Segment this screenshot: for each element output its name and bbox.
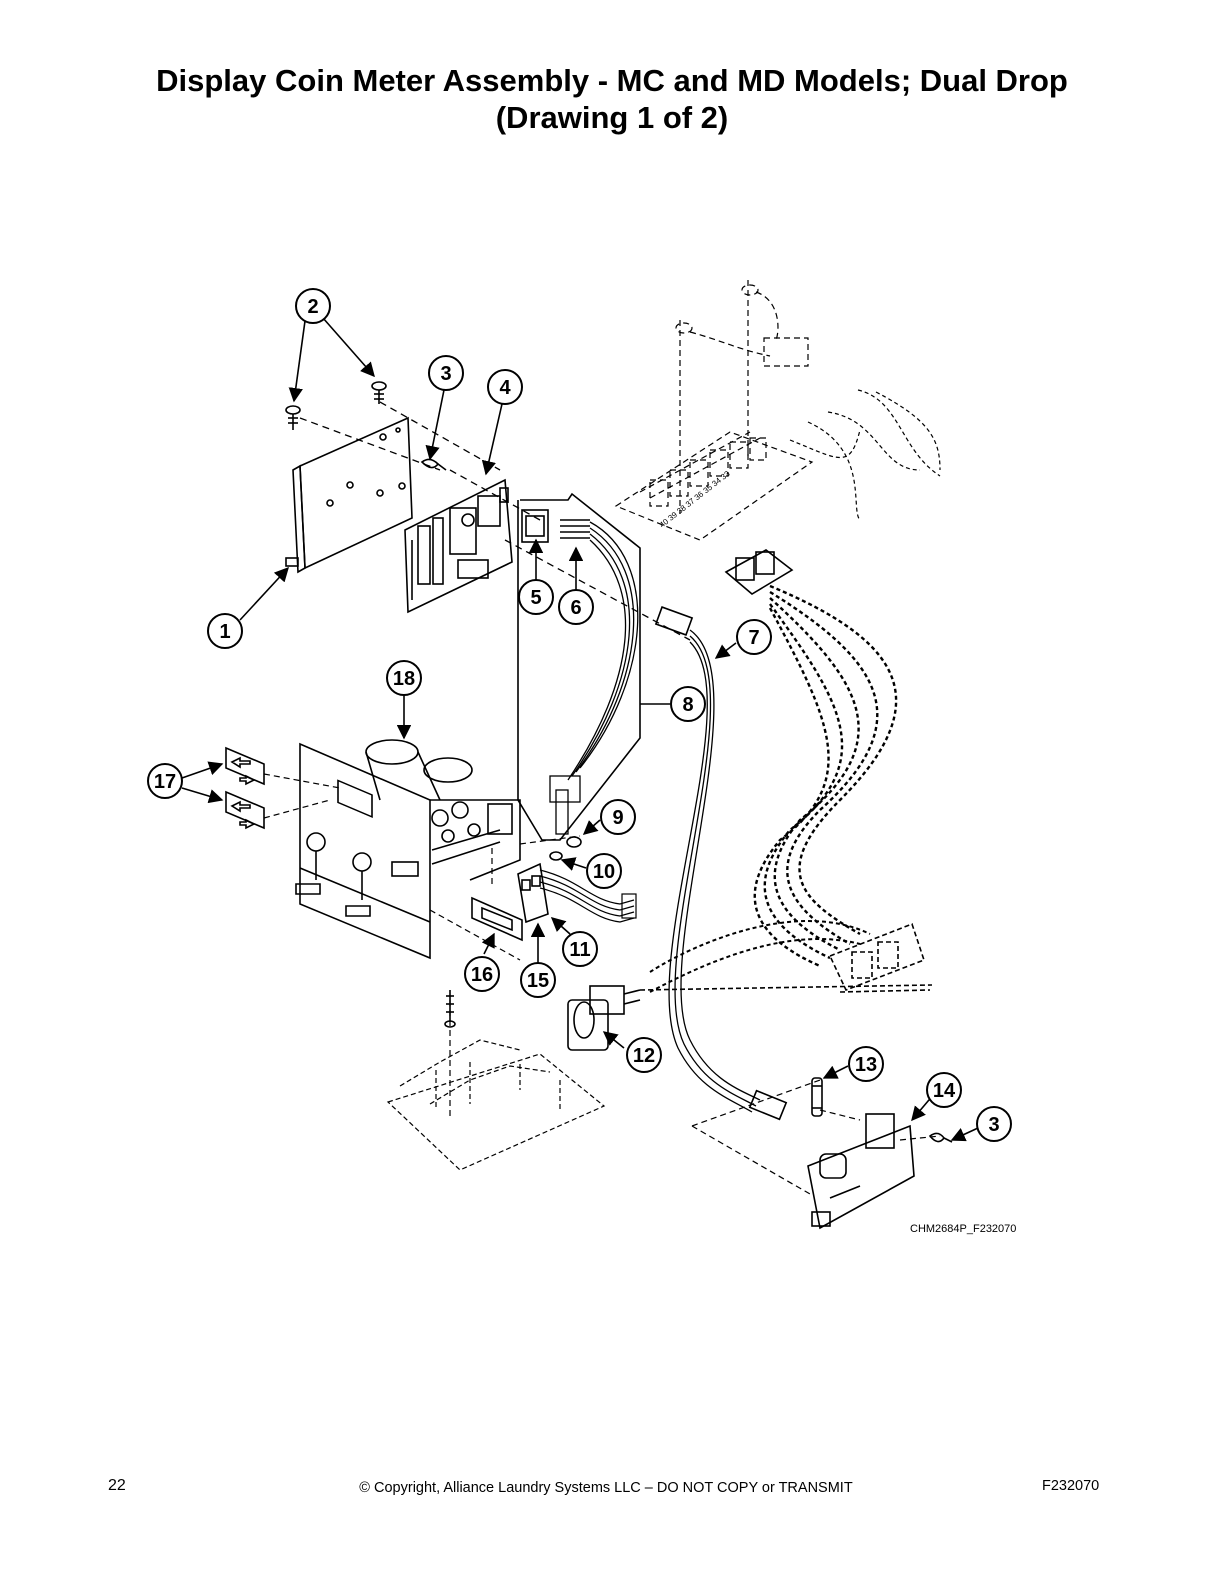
- callout-4: 4: [487, 369, 523, 405]
- harness-8-outline: [517, 492, 641, 841]
- connector-6: [560, 519, 590, 539]
- callout-1: 1: [207, 613, 243, 649]
- label-plate: [471, 896, 523, 942]
- callout-leaders: [181, 317, 979, 1142]
- svg-text:6: 6: [570, 597, 581, 619]
- connector-block-lower: [639, 922, 933, 993]
- callout-2: 2: [295, 288, 331, 324]
- screw-icon: [285, 381, 387, 430]
- wire-harness-bundle: [753, 584, 898, 968]
- svg-text:4: 4: [499, 377, 511, 399]
- connector-block-upper: [724, 549, 794, 595]
- circuit-board: [404, 478, 513, 614]
- callout-18: 18: [386, 660, 422, 696]
- mounting-plate: [285, 416, 413, 574]
- svg-text:15: 15: [527, 970, 549, 992]
- copyright-notice: © Copyright, Alliance Laundry Systems LL…: [359, 1480, 853, 1496]
- document-code: F232070: [1042, 1478, 1100, 1494]
- svg-text:16: 16: [471, 964, 493, 986]
- callout-11: 11: [562, 931, 598, 967]
- svg-text:17: 17: [154, 771, 176, 793]
- alignment-lines-lower: [263, 773, 941, 1195]
- fuse: [811, 1077, 823, 1117]
- svg-text:14: 14: [933, 1080, 956, 1102]
- svg-text:2: 2: [307, 296, 318, 318]
- ribbon-cable: [539, 869, 637, 923]
- callout-14: 14: [926, 1072, 962, 1108]
- connector-15: [517, 862, 549, 924]
- wire-tie: [928, 1132, 953, 1143]
- screw-icon: [444, 990, 456, 1028]
- callout-3: 3: [428, 355, 464, 391]
- connector-5: [521, 509, 549, 543]
- svg-text:10: 10: [593, 861, 615, 883]
- terminal-block-upper: [614, 280, 814, 541]
- svg-text:12: 12: [633, 1045, 655, 1067]
- svg-text:18: 18: [393, 668, 415, 690]
- svg-text:3: 3: [988, 1114, 999, 1136]
- callout-15: 15: [520, 962, 556, 998]
- terminal-number-labels: 40 39 38 37 36 35 34 33: [658, 469, 732, 530]
- power-supply-board: [807, 1113, 915, 1230]
- alignment-lines-upper: [299, 401, 691, 641]
- page-number: 22: [108, 1477, 126, 1494]
- switch-leads: [649, 920, 871, 993]
- svg-text:3: 3: [440, 363, 451, 385]
- mounting-base: [386, 1039, 606, 1171]
- harness-8-wires: [549, 521, 639, 835]
- svg-text:5: 5: [530, 587, 541, 609]
- svg-text:1: 1: [219, 621, 230, 643]
- svg-text:11: 11: [569, 939, 590, 961]
- callout-5: 5: [518, 579, 554, 615]
- callout-13: 13: [848, 1046, 884, 1082]
- title-line-1: Display Coin Meter Assembly - MC and MD …: [156, 63, 1068, 98]
- coin-meter-body: [365, 739, 521, 881]
- callout-balloons: 1 2 3 4 5 6 7 8 9 10 11 12 13 14 3 15 16…: [147, 288, 1012, 1142]
- coin-meter-front-panel: [295, 742, 431, 960]
- page-title: Display Coin Meter Assembly - MC and MD …: [0, 62, 1224, 136]
- callout-10: 10: [586, 853, 622, 889]
- callout-8: 8: [670, 686, 706, 722]
- jumper-wires: [789, 389, 941, 521]
- svg-text:7: 7: [748, 627, 759, 649]
- direction-decal: [225, 746, 265, 830]
- svg-text:9: 9: [612, 807, 623, 829]
- callout-17: 17: [147, 763, 183, 799]
- svg-text:13: 13: [855, 1054, 877, 1076]
- callout-16: 16: [464, 956, 500, 992]
- callout-6: 6: [558, 589, 594, 625]
- callout-12: 12: [626, 1037, 662, 1073]
- harness-7: [654, 606, 788, 1121]
- callout-3-b: 3: [976, 1106, 1012, 1142]
- switch-12: [567, 985, 641, 1051]
- figure-code: CHM2684P_F232070: [910, 1223, 1017, 1235]
- svg-text:8: 8: [682, 694, 693, 716]
- callout-9: 9: [600, 799, 636, 835]
- title-line-2: (Drawing 1 of 2): [495, 100, 729, 135]
- callout-7: 7: [736, 619, 772, 655]
- washer: [549, 836, 582, 861]
